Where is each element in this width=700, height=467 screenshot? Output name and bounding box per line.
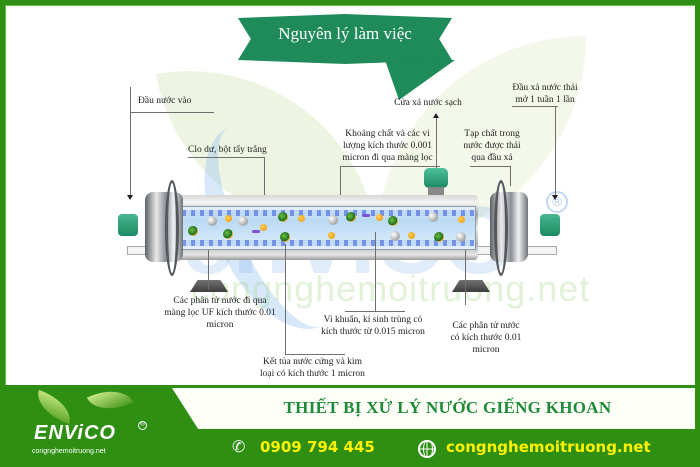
globe-icon [418, 440, 436, 458]
support-foot [190, 280, 228, 292]
clean-water-valve [424, 168, 448, 188]
waste-nozzle [540, 214, 560, 236]
website-link[interactable]: congnghemoitruong.net [446, 438, 651, 456]
product-title: THIẾT BỊ XỬ LÝ NƯỚC GIẾNG KHOAN [283, 398, 612, 417]
leader-line [130, 87, 131, 197]
leader-line [264, 157, 265, 227]
clean-water-valve-base [428, 187, 444, 195]
leader-line [208, 250, 209, 290]
leader-line [510, 166, 511, 186]
leader-line [285, 354, 345, 355]
label-chlorine: Clo dư, bột tẩy trắng [188, 145, 267, 155]
particle-icon [428, 212, 438, 222]
logo-brand: ENViCO [34, 422, 116, 444]
label-bacteria: Vi khuẩn, kí sinh trùng có kích thước từ… [321, 315, 425, 337]
particle-icon [225, 215, 232, 222]
leader-line [436, 118, 437, 168]
logo-registered-icon: ® [138, 421, 147, 430]
particle-icon [328, 232, 335, 239]
particle-icon [390, 231, 400, 241]
logo-leaf-icon [31, 389, 77, 425]
label-water-molecules: Các phân tử nước có kích thước 0.01 micr… [450, 321, 522, 355]
particle-icon [252, 230, 260, 233]
leader-line [340, 166, 341, 206]
particle-icon [458, 216, 465, 223]
inlet-nozzle [118, 214, 138, 236]
label-inlet: Đầu nước vào [138, 96, 192, 106]
particle-icon [408, 232, 415, 239]
label-clean-outlet: Cửa xả nước sạch [394, 98, 462, 108]
arrow-down-icon [127, 195, 133, 200]
envico-logo: ENViCO ® congnghemoitruong.net [20, 380, 170, 463]
particle-icon [238, 216, 248, 226]
membrane-flow-bottom [182, 240, 474, 246]
arrow-up-icon [433, 113, 439, 118]
label-precipitate: Kết tủa nước cứng và kim loại có kích th… [260, 357, 365, 379]
clamp-flange-left [165, 180, 179, 276]
leader-line [188, 157, 265, 158]
particle-icon [278, 212, 288, 222]
arrow-down-icon [552, 195, 558, 200]
label-uf-molecules: Các phân tử nước đi qua màng lọc UF kích… [164, 296, 276, 330]
phone-number: 0909 794 445 [260, 438, 375, 456]
label-waste-outlet: Đầu xả nước thải mở 1 tuần 1 lần [512, 83, 578, 105]
phone-icon: ✆ [232, 437, 246, 456]
particle-icon [188, 226, 198, 236]
particle-icon [328, 215, 338, 225]
particle-icon [346, 212, 356, 222]
particle-icon [260, 224, 267, 231]
particle-icon [207, 216, 217, 226]
logo-site: congnghemoitruong.net [32, 448, 106, 455]
leader-line [555, 106, 556, 196]
title-banner [238, 14, 452, 64]
label-minerals: Khoảng chất và các vi lượng kích thước 0… [342, 129, 433, 163]
particle-icon [388, 216, 398, 226]
leader-line [512, 106, 558, 107]
membrane-flow-top [182, 210, 474, 216]
particle-icon [362, 214, 370, 217]
particle-icon [298, 215, 305, 222]
leader-line [340, 166, 440, 167]
support-foot [452, 280, 490, 292]
leader-line [375, 232, 376, 312]
watermark-site: congnghemoitruong.net [191, 268, 591, 309]
leader-line [470, 166, 510, 167]
leader-line [465, 250, 466, 305]
clamp-flange-right [494, 180, 508, 276]
particle-icon [280, 232, 290, 242]
particle-icon [456, 232, 466, 242]
product-title-bar [172, 388, 695, 429]
leader-line [130, 112, 214, 113]
watermark-registered-icon: ® [546, 191, 568, 213]
particle-icon [434, 232, 444, 242]
label-impurities: Tạp chất trong nước được thải qua đầu xả [463, 129, 521, 163]
leader-line [285, 244, 286, 354]
particle-icon [376, 214, 383, 221]
diagram-title: Nguyên lý làm việc [278, 24, 412, 43]
leader-line [345, 311, 405, 312]
particle-icon [223, 229, 233, 239]
